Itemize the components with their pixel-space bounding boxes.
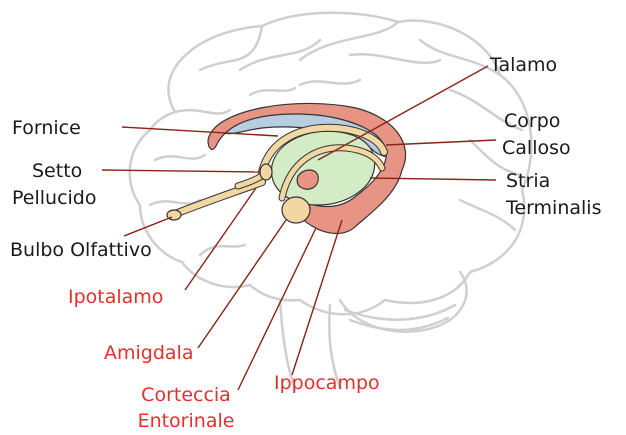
label-setto: Setto (32, 160, 82, 183)
label-stria: Stria (506, 170, 550, 193)
label-ipotalamo: Ipotalamo (68, 286, 163, 309)
pointer-setto (102, 170, 260, 172)
pointer-corteccia (238, 228, 316, 390)
label-corpo: Corpo (504, 110, 560, 133)
septum-shape (260, 164, 272, 180)
label-terminalis: Terminalis (506, 197, 601, 220)
label-ippocampo: Ippocampo (274, 372, 380, 395)
label-amigdala: Amigdala (104, 342, 193, 365)
label-entorinale: Entorinale (126, 410, 246, 433)
label-talamo: Talamo (490, 54, 557, 77)
amygdala-shape (282, 197, 310, 223)
hypothalamus-shape (297, 170, 318, 189)
pointer-ippocampo (292, 220, 342, 375)
label-bulbo-olfattivo: Bulbo Olfattivo (10, 239, 152, 262)
label-corteccia: Corteccia (126, 384, 246, 407)
label-calloso: Calloso (502, 137, 571, 160)
label-fornice: Fornice (12, 117, 81, 140)
label-pellucido: Pellucido (12, 187, 96, 210)
